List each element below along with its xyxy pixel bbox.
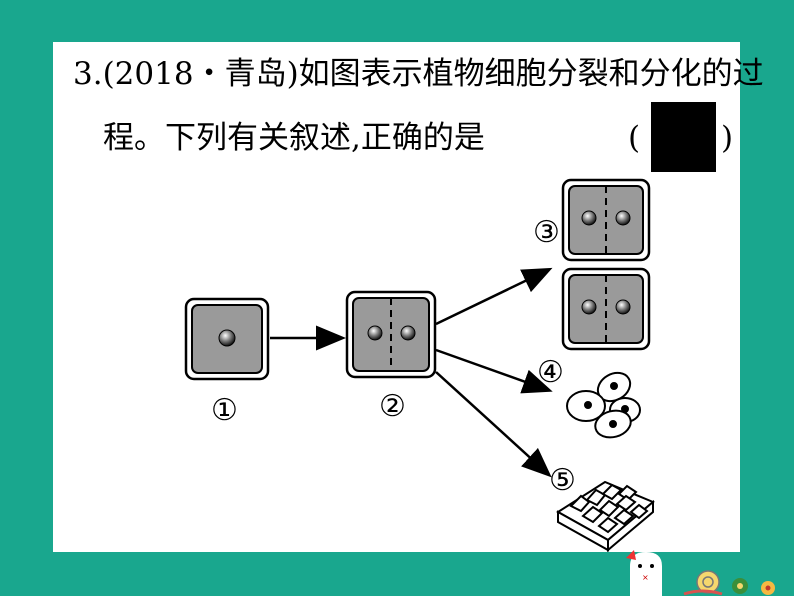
arrow-2-to-4 xyxy=(435,348,553,394)
nucleus-icon xyxy=(367,325,383,341)
question-card: 3.(2018・青岛)如图表示植物细胞分裂和分化的过 程。下列有关叙述,正确的是… xyxy=(53,42,764,552)
label-3: ③ xyxy=(533,215,560,250)
label-1: ① xyxy=(211,393,238,428)
nucleus-icon xyxy=(218,329,236,347)
cell-3-top xyxy=(561,178,651,262)
mascot-decoration-icon: × xyxy=(626,550,775,596)
answer-paren-open: ( xyxy=(628,120,641,156)
arrow-2-to-5 xyxy=(435,371,552,478)
nucleus-icon xyxy=(615,210,631,226)
cell-3-bottom xyxy=(561,267,651,351)
arrow-2-to-3 xyxy=(435,267,553,326)
nucleus-icon xyxy=(615,299,631,315)
label-2: ② xyxy=(379,389,406,424)
answer-blank-box[interactable] xyxy=(651,102,716,172)
label-4: ④ xyxy=(537,355,564,390)
cell-1 xyxy=(184,297,270,381)
nucleus-icon xyxy=(581,210,597,226)
svg-text:×: × xyxy=(642,573,649,582)
tissue-5 xyxy=(556,480,655,552)
cell-division-diagram: ① ② ③ ④ ⑤ xyxy=(184,178,655,552)
cell-group-4 xyxy=(566,371,641,439)
label-5: ⑤ xyxy=(549,463,576,498)
answer-paren-close: ) xyxy=(721,120,734,156)
nucleus-icon xyxy=(400,325,416,341)
question-text-line-1: 3.(2018・青岛)如图表示植物细胞分裂和分化的过 xyxy=(73,56,764,92)
cell-2 xyxy=(345,290,437,379)
question-text-line-2: 程。下列有关叙述,正确的是 xyxy=(103,120,485,156)
nucleus-icon xyxy=(581,299,597,315)
